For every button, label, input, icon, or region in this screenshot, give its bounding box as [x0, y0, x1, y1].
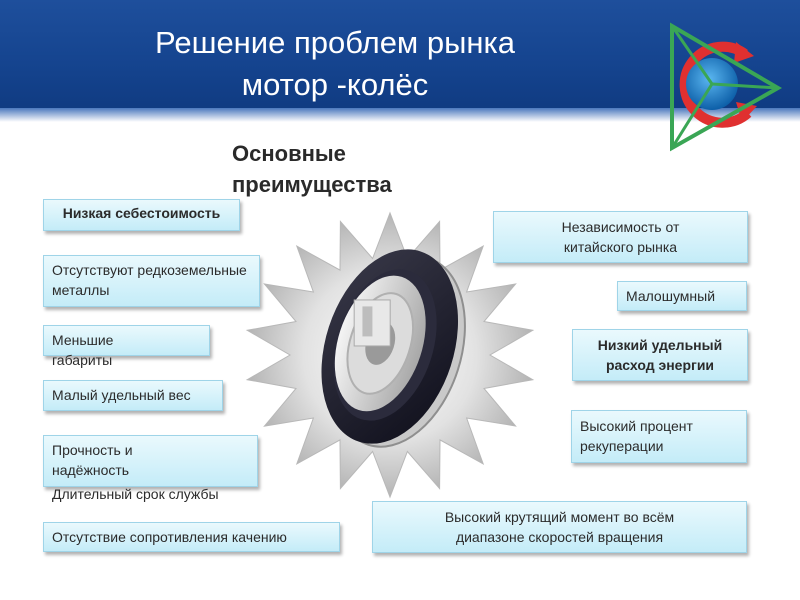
header-stripe: [0, 108, 800, 122]
advantage-low-noise-text: Малошумный: [626, 288, 716, 304]
sub-heading: Основные преимущества: [232, 141, 392, 197]
advantage-no-rolling-resistance: Отсутствие сопротивления качению: [43, 522, 340, 552]
advantage-smaller-size: Меньшие габариты: [43, 325, 210, 368]
advantage-low-energy-use: Низкий удельный расход энергии: [572, 329, 748, 381]
advantage-low-energy-use-text: Низкий удельный расход энергии: [597, 337, 723, 373]
slide-title: Решение проблем рынка мотор -колёс: [155, 25, 515, 102]
advantage-recuperation: Высокий процент рекуперации: [571, 410, 747, 463]
advantage-smaller-size-text: Меньшие габариты: [52, 332, 114, 368]
advantage-no-rare-earth-text: Отсутствуют редкоземельные металлы: [52, 262, 247, 298]
advantage-reliability: Прочность и надёжность: [43, 435, 258, 487]
advantage-low-weight-text: Малый удельный вес: [52, 387, 191, 403]
recycle-logo-icon: [670, 22, 783, 152]
advantage-no-rare-earth: Отсутствуют редкоземельные металлы: [43, 255, 260, 307]
slide-header: [0, 0, 800, 115]
advantage-low-cost: Низкая себестоимость: [43, 199, 240, 231]
advantage-reliability-text: Прочность и надёжность: [52, 442, 133, 478]
advantage-low-cost-text: Низкая себестоимость: [62, 205, 221, 221]
advantage-independence: Независимость от китайского рынка: [493, 211, 748, 263]
advantage-low-noise: Малошумный: [617, 281, 747, 311]
advantage-recuperation-text: Высокий процент рекуперации: [580, 418, 693, 454]
advantage-low-weight: Малый удельный вес: [43, 380, 223, 411]
advantage-independence-text: Независимость от китайского рынка: [561, 219, 680, 255]
advantage-no-rolling-resistance-text: Отсутствие сопротивления качению: [52, 529, 287, 545]
motor-wheel-image: [245, 211, 535, 499]
advantage-long-life: Длительный срок службы: [52, 486, 219, 502]
advantage-high-torque: Высокий крутящий момент во всём диапазон…: [372, 501, 747, 553]
advantage-high-torque-text: Высокий крутящий момент во всём диапазон…: [444, 509, 675, 545]
